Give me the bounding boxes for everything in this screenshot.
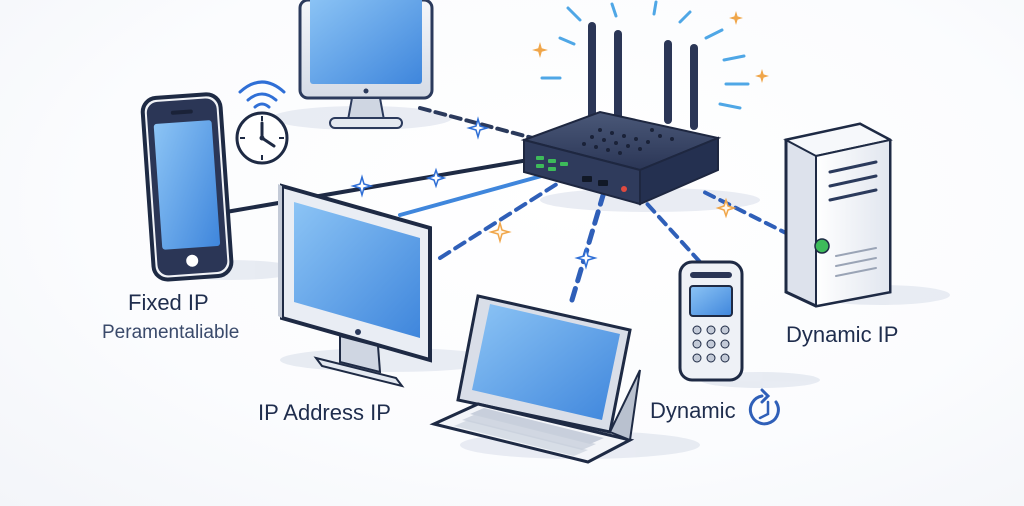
router-antenna xyxy=(664,40,672,124)
refresh-icon xyxy=(748,388,780,426)
fixed-ip-sublabel: Peramentaliable xyxy=(102,322,240,343)
dynamic-ip-label: Dynamic IP xyxy=(786,322,899,347)
keyboard-keys xyxy=(454,408,604,456)
link-tablet xyxy=(569,189,607,303)
sparkle-icon xyxy=(715,197,737,219)
sparkle-icon xyxy=(425,167,447,189)
sparkle-icon xyxy=(350,174,374,198)
tablet-with-keyboard xyxy=(429,294,641,464)
link-smartphone xyxy=(224,156,542,214)
sparkle-icon xyxy=(729,11,743,25)
link-center-monitor xyxy=(398,170,558,217)
sparkle-icon xyxy=(466,116,490,140)
router-antenna xyxy=(690,44,698,130)
sparkle-icon xyxy=(532,42,548,58)
sparkle-icon xyxy=(488,220,512,244)
desktop-monitor-center xyxy=(278,183,432,388)
link-feature-phone xyxy=(638,194,702,264)
router-sparkles xyxy=(532,11,769,83)
smartphone xyxy=(140,92,234,282)
router-antenna xyxy=(614,30,622,120)
link-server xyxy=(698,188,792,237)
feature-phone xyxy=(678,260,744,382)
line-sparkles xyxy=(350,116,737,270)
desktop-monitor-top xyxy=(298,0,434,129)
sparkle-icon xyxy=(755,69,769,83)
server-tower xyxy=(783,122,893,308)
router-leds xyxy=(536,156,568,171)
router-antenna xyxy=(588,22,596,122)
link-center-monitor-dashed xyxy=(438,180,562,260)
ip-address-label: IP Address IP xyxy=(258,400,391,425)
fixed-ip-label: Fixed IP xyxy=(128,290,209,315)
sparkle-icon xyxy=(574,246,598,270)
router-signal-rays xyxy=(540,0,750,110)
dynamic-label: Dynamic xyxy=(650,398,736,423)
router xyxy=(520,22,722,206)
clock-icon xyxy=(235,111,289,165)
router-vents xyxy=(582,128,674,155)
wifi-icon xyxy=(238,80,286,109)
